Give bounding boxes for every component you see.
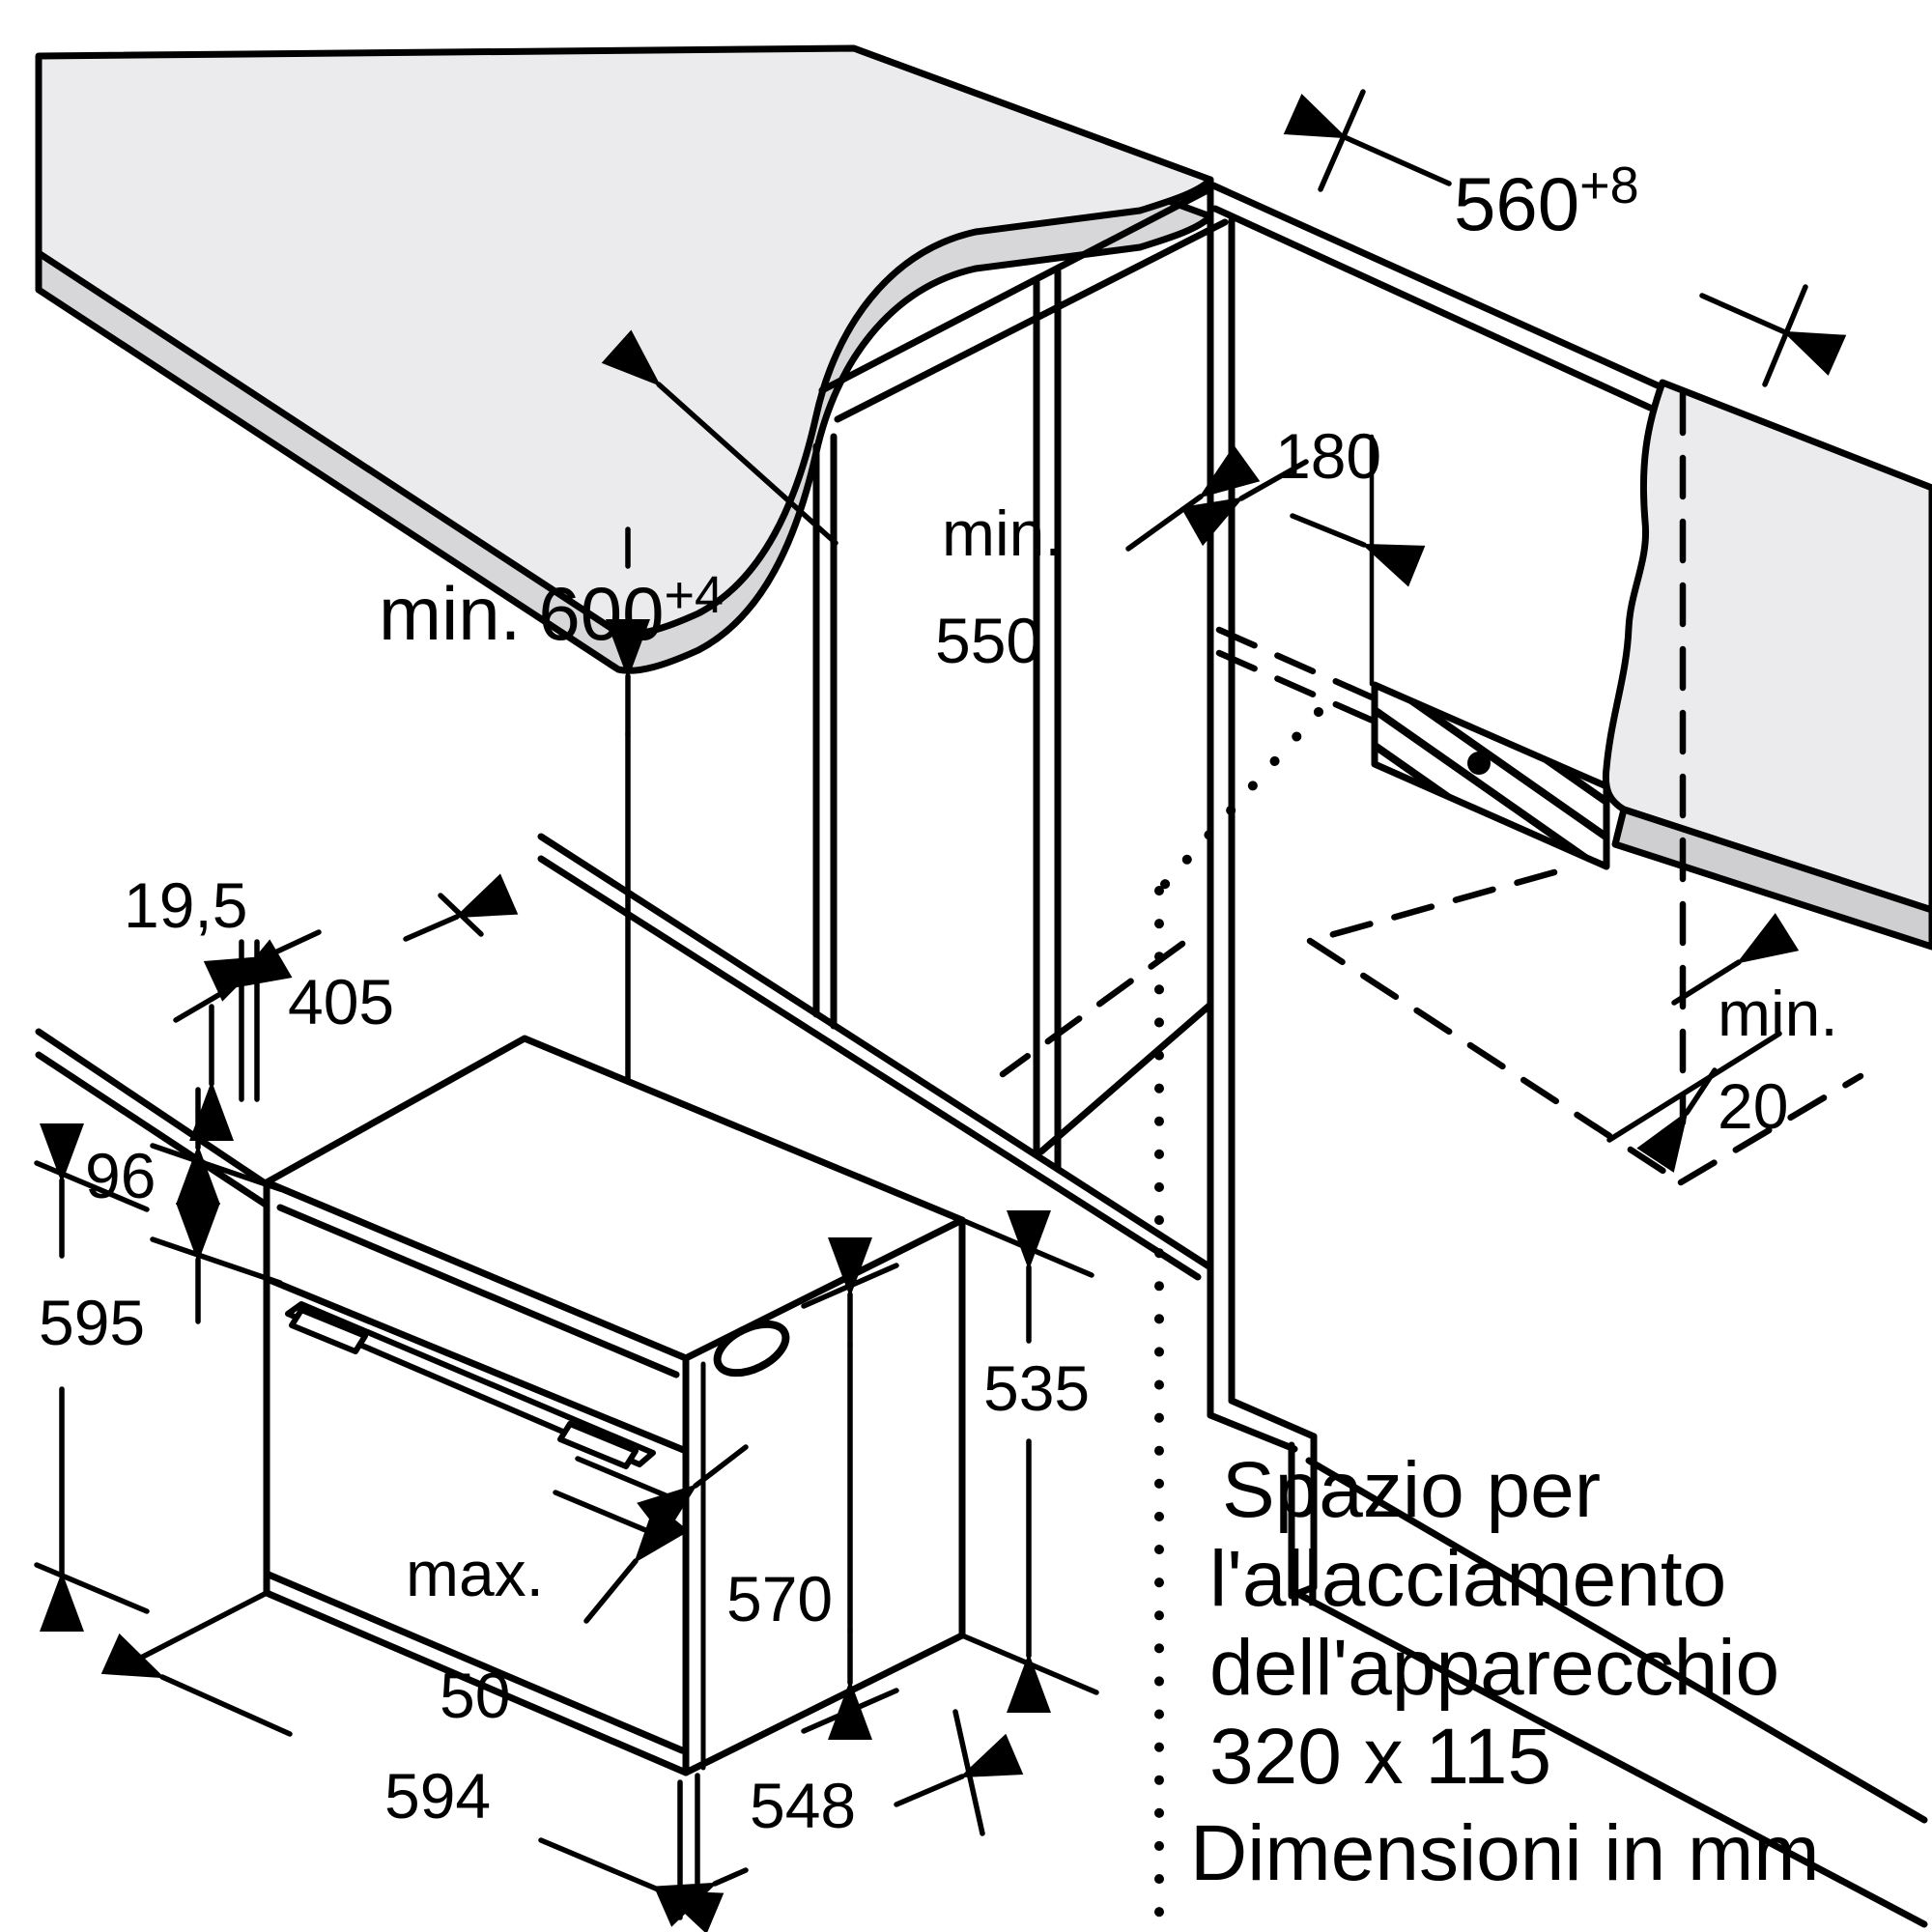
- oven-control-panel-line: [266, 1276, 690, 1455]
- oven-front-face: [263, 1179, 690, 1776]
- handle-bracket-left: [289, 1307, 368, 1354]
- dim-connection-offset-180: [1180, 459, 1426, 587]
- dim-interior-height-570: [801, 1237, 899, 1740]
- dim-label-connection-offset: 180: [1275, 420, 1381, 492]
- dim-label-rear-gap-2: 20: [1718, 1070, 1788, 1142]
- connection-note-line1: Spazio per: [1222, 1446, 1601, 1534]
- cabinet-scene: 560+8 min.600+4 min. 550 180 min. 20: [35, 44, 1932, 1929]
- connection-note-line2: l'allacciamento: [1209, 1535, 1726, 1623]
- connection-space-hatch: [1371, 681, 1610, 870]
- dim-oven-width-594: [100, 1590, 724, 1932]
- side-wall-bottom-edge: [1611, 806, 1932, 951]
- dim-top-depth-405: [203, 873, 519, 1002]
- connection-note-line4: 320 x 115: [1209, 1713, 1551, 1801]
- connection-space: [1369, 434, 1610, 870]
- oven-handle: [285, 1301, 656, 1469]
- dim-label-oven-height: 595: [39, 1287, 145, 1358]
- dim-label-rear-gap-1: min.: [1718, 978, 1838, 1049]
- side-grip-hole: [713, 1320, 790, 1378]
- cabinet-vertical-edges: [812, 176, 1236, 1419]
- dim-label-niche-width: 560+8: [1454, 156, 1639, 246]
- dim-label-handle-depth-2: 50: [440, 1660, 510, 1731]
- dim-oven-height-595: [34, 1123, 150, 1632]
- dim-label-frame-depth: 19,5: [124, 869, 247, 941]
- dim-handle-depth-50: [553, 1444, 749, 1624]
- dim-label-niche-depth-1: min.: [942, 497, 1063, 569]
- oven-body: [263, 1035, 966, 1776]
- units-note: Dimensioni in mm: [1190, 1809, 1820, 1897]
- dim-label-side-height: 535: [983, 1352, 1090, 1424]
- connection-note-line3: dell'apparecchio: [1209, 1624, 1779, 1712]
- connection-projection-dotted: [1154, 707, 1323, 1929]
- dim-label-handle-depth-1: max.: [406, 1538, 544, 1609]
- dim-label-niche-height: min.600+4: [379, 566, 724, 656]
- notes: Spazio per l'allacciamento dell'apparecc…: [1190, 1446, 1820, 1897]
- dim-side-height-535: [959, 1210, 1099, 1713]
- connection-point-dot: [1467, 752, 1491, 775]
- dim-niche-width-560: [1283, 89, 1847, 387]
- dim-label-niche-depth-2: 550: [935, 605, 1041, 676]
- dim-label-top-depth: 405: [288, 966, 394, 1037]
- dim-label-oven-width: 594: [384, 1760, 491, 1832]
- dim-label-interior-height: 570: [726, 1563, 833, 1634]
- dim-rear-gap-20: [1606, 913, 1800, 1173]
- dim-panel-height-96: [150, 1087, 283, 1324]
- dim-oven-depth-548: [653, 1709, 1024, 1927]
- handle-bracket-right: [557, 1421, 639, 1469]
- niche-top-edges: [1209, 182, 1663, 412]
- dim-label-oven-depth: 548: [750, 1770, 856, 1841]
- oven: 19,5 405 96 595 max. 50: [34, 869, 1099, 1932]
- dim-frame-depth-19-5: [173, 939, 293, 1141]
